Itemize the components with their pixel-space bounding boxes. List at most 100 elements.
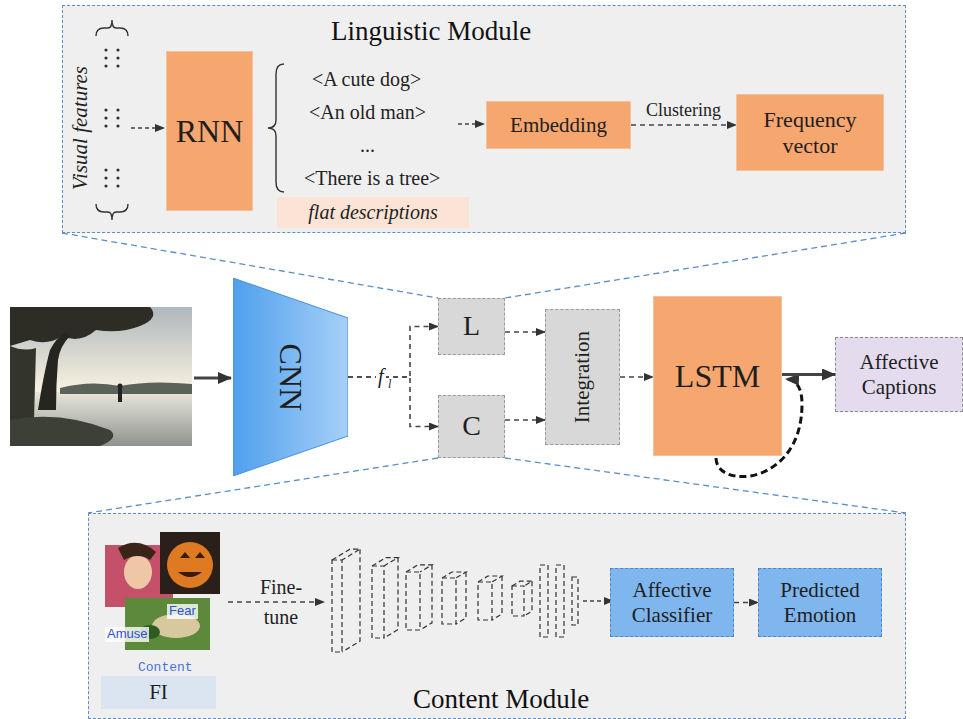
process-box: Frequency vector xyxy=(736,94,884,171)
layer-block xyxy=(442,578,456,624)
module-box: Integration xyxy=(545,309,620,445)
node-label: L xyxy=(459,310,484,342)
connector-arrow xyxy=(734,602,758,604)
layer-block xyxy=(372,566,384,638)
module-title: Content Module xyxy=(413,684,589,715)
dashed-arrow xyxy=(228,601,324,603)
illustration-shape xyxy=(116,168,119,171)
node-label: RNN xyxy=(172,113,248,150)
dashed-arrow xyxy=(583,600,613,602)
illustration-shape xyxy=(160,532,220,594)
layer-block xyxy=(332,560,342,652)
illustration-shape xyxy=(118,543,156,560)
node-label: FI xyxy=(145,680,172,704)
illustration-shape xyxy=(104,184,107,187)
layer-block xyxy=(406,572,420,630)
layer-block xyxy=(556,565,564,637)
connector-arrow xyxy=(348,327,438,378)
layer-block xyxy=(572,577,578,625)
illustration-shape xyxy=(118,388,122,402)
module-box: C xyxy=(438,395,505,458)
layer-block xyxy=(372,558,398,566)
node-label: C xyxy=(458,410,485,442)
illustration-shape xyxy=(178,552,205,577)
illustration-shape xyxy=(38,332,70,410)
illustration-shape xyxy=(116,108,119,111)
connector-arrow xyxy=(620,376,653,378)
node-label: Embedding xyxy=(506,113,611,137)
illustration-shape xyxy=(116,176,119,179)
illustration-shape xyxy=(104,48,107,51)
dataset-thumbnails xyxy=(105,532,220,650)
description-brace xyxy=(268,64,284,192)
annotation-text: Fear xyxy=(167,604,198,619)
node-label: Predicted Emotion xyxy=(759,578,881,626)
annotation-text: <There is a tree> xyxy=(304,167,440,190)
process-box: Embedding xyxy=(486,101,631,149)
network-sketch xyxy=(332,549,578,652)
illustration-shape xyxy=(116,124,119,127)
process-box: Affective Classifier xyxy=(610,568,734,637)
layer-block xyxy=(332,549,360,560)
illustration-shape xyxy=(104,176,107,179)
illustration-shape xyxy=(10,307,192,446)
illustration-shape xyxy=(505,458,906,513)
dashed-arrow xyxy=(458,123,484,125)
illustration-shape xyxy=(116,184,119,187)
trapezoid-outline xyxy=(233,278,348,476)
panel-ground xyxy=(62,5,906,233)
node-label: LSTM xyxy=(671,358,764,395)
annotation-text: Fine-tune xyxy=(252,572,310,632)
illustration-shape xyxy=(505,233,906,298)
annotation-text: <A cute dog> xyxy=(312,68,421,91)
layer-block xyxy=(456,572,466,624)
node-label: Affective Captions xyxy=(836,350,962,398)
annotation-text: Amuse xyxy=(105,627,149,642)
cnn-trapezoid: CNN xyxy=(233,278,348,476)
illustration-shape xyxy=(124,555,152,589)
illustration-shape xyxy=(167,542,213,588)
layer-block xyxy=(512,581,532,586)
illustration-shape xyxy=(10,346,36,420)
illustration-shape xyxy=(60,382,192,394)
node-label: Integration xyxy=(570,331,594,423)
process-box: LSTM xyxy=(653,296,782,456)
feature-brace xyxy=(96,20,128,220)
dashed-arrow xyxy=(131,127,164,129)
panel-ground xyxy=(88,513,906,719)
annotation-text: <An old man> xyxy=(309,101,426,124)
node-label: CNN xyxy=(272,343,309,411)
layer-block xyxy=(492,576,502,620)
module-title: Linguistic Module xyxy=(331,16,531,47)
layer-block xyxy=(524,581,532,616)
process-box: Predicted Emotion xyxy=(758,568,882,637)
process-box: RNN xyxy=(166,51,253,211)
annotation-text: l xyxy=(386,378,393,392)
connector-arrow xyxy=(782,373,835,376)
layer-block xyxy=(478,582,492,620)
layer-block xyxy=(442,572,466,578)
module-box: L xyxy=(438,298,505,355)
dataset-tag: FI xyxy=(101,676,216,709)
layer-block xyxy=(342,549,360,652)
annotation-text: ... xyxy=(360,134,375,157)
layer-block xyxy=(420,565,432,630)
node-label: Affective Classifier xyxy=(611,578,733,626)
illustration-shape xyxy=(116,64,119,67)
illustration-shape xyxy=(10,307,153,346)
annotation-text: Visual features xyxy=(68,66,92,190)
layer-block xyxy=(406,565,432,572)
caption-tag: flat descriptions xyxy=(277,197,469,228)
illustration-shape xyxy=(10,392,192,446)
connector-arrow xyxy=(505,331,545,333)
layer-block xyxy=(384,558,398,638)
illustration-shape xyxy=(116,116,119,119)
illustration-shape xyxy=(104,168,107,171)
node-label: flat descriptions xyxy=(304,201,441,224)
input-photo xyxy=(10,307,192,446)
node-label: Frequency vector xyxy=(737,107,883,158)
layer-block xyxy=(478,576,502,582)
annotation-text: f xyxy=(376,365,386,388)
connector-arrow xyxy=(631,124,736,126)
